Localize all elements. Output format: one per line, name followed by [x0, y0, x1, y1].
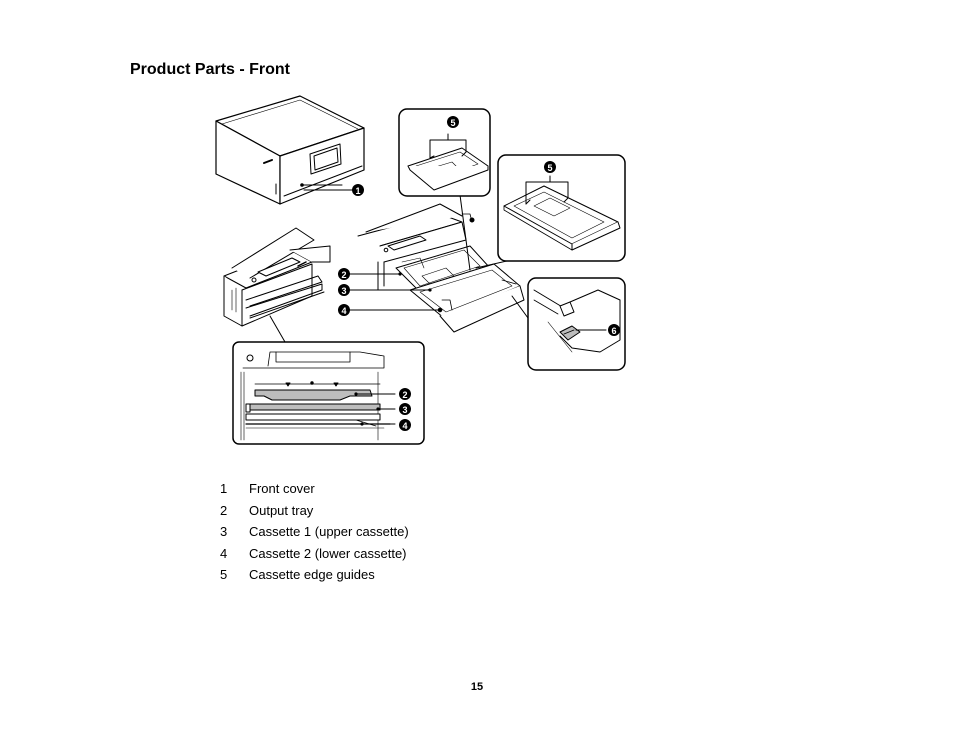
part-label: Cassette edge guides	[249, 567, 375, 582]
cassette-release-zoom-inset	[527, 277, 626, 371]
list-item: 3 Cassette 1 (upper cassette)	[220, 524, 409, 546]
callout-1: 1	[352, 184, 364, 196]
callout-4-zoom: 4	[399, 419, 411, 431]
svg-text:4: 4	[402, 421, 407, 431]
part-label: Output tray	[249, 502, 314, 518]
part-label: Front cover	[249, 481, 315, 496]
page-title: Product Parts - Front	[130, 61, 291, 78]
parts-list: 1 Front cover 2 Output tray 3 Cassette 1…	[220, 481, 409, 589]
part-label: Cassette 1 (upper cassette)	[249, 524, 409, 539]
list-item: 2 Output tray	[220, 503, 409, 525]
callout-2-zoom: 2	[399, 388, 411, 400]
part-number: 1	[220, 481, 228, 496]
svg-text:6: 6	[611, 326, 616, 336]
list-item: 4 Cassette 2 (lower cassette)	[220, 546, 409, 568]
callout-3: 3	[338, 284, 350, 296]
svg-text:2: 2	[402, 390, 407, 400]
callout-3-zoom: 3	[399, 403, 411, 415]
svg-text:3: 3	[402, 405, 407, 415]
svg-text:2: 2	[341, 270, 346, 280]
part-label: Cassette 2 (lower cassette)	[249, 545, 407, 561]
svg-text:5: 5	[547, 163, 552, 173]
printer-closed-illustration	[215, 95, 365, 205]
callout-4: 4	[338, 304, 350, 316]
list-item: 1 Front cover	[220, 481, 409, 503]
svg-text:4: 4	[341, 306, 346, 316]
list-item: 5 Cassette edge guides	[220, 567, 409, 589]
svg-text:5: 5	[450, 118, 455, 128]
svg-text:1: 1	[355, 186, 360, 196]
part-number: 2	[220, 502, 228, 518]
part-number: 3	[220, 524, 228, 539]
cassette-1-zoom-inset	[398, 108, 491, 197]
svg-text:3: 3	[341, 286, 346, 296]
callout-5-cassette-1: 5	[447, 116, 459, 128]
part-number: 4	[220, 545, 228, 561]
front-zoom-inset	[232, 341, 425, 445]
printer-cassette-out-illustration	[357, 203, 525, 333]
callout-6: 6	[608, 324, 620, 336]
cassette-2-zoom-inset	[497, 154, 626, 262]
part-number: 5	[220, 567, 228, 582]
callout-2: 2	[338, 268, 350, 280]
page-number: 15	[470, 681, 484, 693]
printer-open-front-illustration	[223, 227, 331, 327]
callout-5-cassette-2: 5	[544, 161, 556, 173]
